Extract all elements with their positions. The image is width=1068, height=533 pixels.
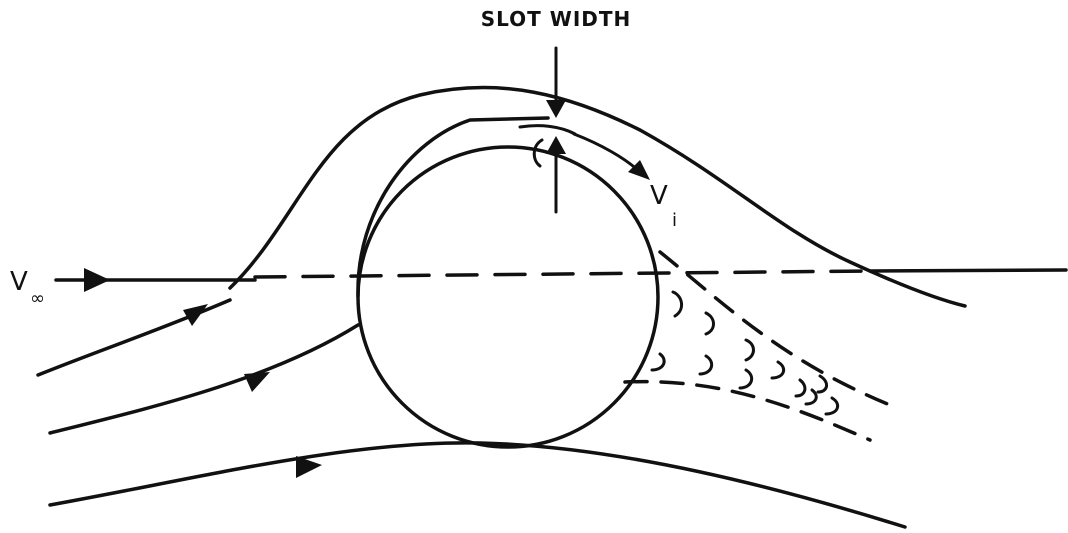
jet-velocity-label: V	[650, 181, 668, 211]
vortex-3	[744, 338, 755, 362]
wake-upper-boundary	[658, 250, 892, 407]
jet-velocity-subscript: i	[672, 210, 677, 231]
vortex-5	[698, 354, 714, 376]
vortex-1	[671, 290, 683, 318]
outer-streamline	[228, 85, 967, 308]
wall-jet-contour	[356, 116, 550, 298]
centerline-solid-right	[868, 268, 1068, 273]
free-stream-velocity-label: V	[10, 267, 28, 297]
streamline-3	[48, 323, 360, 435]
vortex-7	[770, 360, 786, 380]
wake-vortices	[650, 290, 840, 416]
streamline-2-arrowhead	[183, 304, 208, 326]
centerline-dashed	[253, 269, 872, 279]
vortex-4	[650, 352, 666, 372]
streamline-3-arrowhead	[244, 372, 270, 392]
vortex-8	[794, 378, 807, 398]
streamline-2	[36, 298, 232, 377]
slot-arrow-top-head	[546, 100, 566, 118]
vortex-2	[704, 311, 715, 336]
centerline-arrowhead	[84, 268, 110, 292]
wake-lower-boundary	[623, 379, 872, 442]
streamline-4	[48, 441, 907, 529]
vortex-9	[816, 374, 828, 394]
vortex-11	[804, 388, 818, 406]
jet-velocity-arrowhead	[628, 160, 650, 180]
vortex-6	[738, 368, 754, 390]
slot-lip	[518, 124, 577, 136]
slot-arrow-bottom-head	[546, 136, 566, 154]
slot-width-label: SLOT WIDTH	[481, 7, 632, 31]
free-stream-velocity-subscript: ∞	[30, 288, 45, 309]
streamline-4-arrowhead	[296, 456, 322, 478]
vortex-10	[824, 396, 840, 416]
slot-lip-curl	[532, 138, 544, 168]
cylinder	[356, 145, 660, 449]
